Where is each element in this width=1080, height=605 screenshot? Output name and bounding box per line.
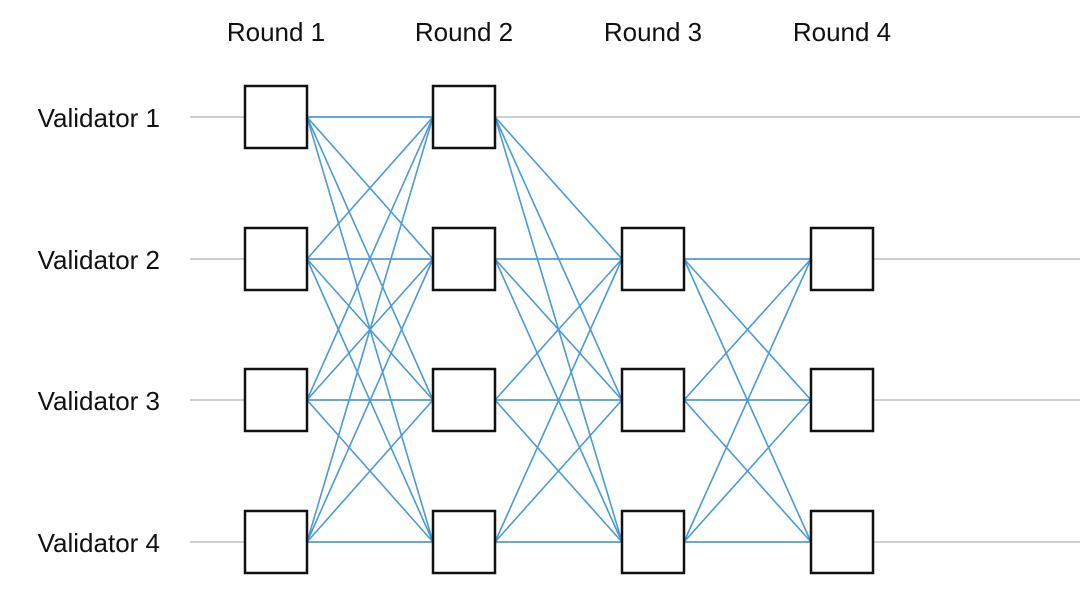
edge-r2v4-to-r3v2 (494, 258, 623, 543)
validator-3-label: Validator 3 (38, 386, 160, 416)
edge-r3v4-to-r4v2 (683, 258, 812, 543)
edge-r3v4-to-r4v3 (683, 399, 812, 543)
validator-1-label: Validator 1 (38, 103, 160, 133)
vertex-round-1-validator-2 (243, 226, 309, 292)
edge-r1v2-to-r2v1 (306, 116, 434, 260)
vertex-boxes (243, 84, 875, 575)
round-1-label: Round 1 (227, 17, 325, 47)
validator-lanes (190, 116, 1080, 543)
edge-r1v3-to-r2v1 (306, 116, 434, 401)
vertex-round-1-validator-3 (243, 367, 309, 433)
vertex-round-1-validator-1 (243, 84, 309, 150)
edge-r1v4-to-r2v3 (306, 399, 434, 543)
vertex-round-1-validator-4 (243, 509, 309, 575)
validator-4-label: Validator 4 (38, 528, 160, 558)
round-4-label: Round 4 (793, 17, 891, 47)
vertex-edges (306, 116, 812, 543)
vertex-round-2-validator-3 (431, 367, 497, 433)
round-3-label: Round 3 (604, 17, 702, 47)
edge-r1v4-to-r2v2 (306, 258, 434, 543)
vertex-round-4-validator-2 (809, 226, 875, 292)
vertex-round-2-validator-4 (431, 509, 497, 575)
vertex-round-4-validator-3 (809, 367, 875, 433)
edge-r2v4-to-r3v3 (494, 399, 623, 543)
vertex-round-3-validator-4 (620, 509, 686, 575)
vertex-round-3-validator-2 (620, 226, 686, 292)
edge-r2v1-to-r3v2 (494, 116, 623, 260)
edge-r3v3-to-r4v2 (683, 258, 812, 401)
vertex-round-2-validator-2 (431, 226, 497, 292)
edge-r2v3-to-r3v2 (494, 258, 623, 401)
edge-r1v4-to-r2v1 (306, 116, 434, 543)
round-2-label: Round 2 (415, 17, 513, 47)
vertex-round-2-validator-1 (431, 84, 497, 150)
validator-2-label: Validator 2 (38, 245, 160, 275)
vertex-round-4-validator-4 (809, 509, 875, 575)
vertex-round-3-validator-3 (620, 367, 686, 433)
